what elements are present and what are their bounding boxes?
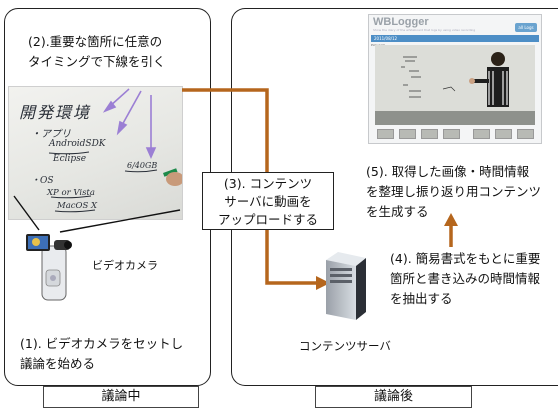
whiteboard-marks — [48, 88, 182, 213]
camera-view-line — [13, 195, 40, 231]
wblogger-screenshot: WBLogger Show the diary of the whiteboar… — [368, 14, 542, 144]
thumbnail — [495, 129, 512, 139]
camera-view-line — [59, 209, 181, 233]
underline-arrows — [102, 88, 157, 159]
upload-step-text: (3). コンテンツ サーバに動画を アップロードする — [217, 176, 318, 227]
video-camera-icon — [26, 234, 72, 301]
lecture-scene — [375, 45, 535, 125]
whiteboard-line: XP or Vista — [47, 188, 95, 198]
whiteboard-photo: 開発環境 ・アプリ AndroidSDK Eclipse ・OS XP or V… — [8, 86, 183, 220]
whiteboard-heading: 開発環境 — [19, 103, 92, 122]
upload-arrow-head — [316, 276, 330, 290]
step4-text: (4). 簡易書式をもとに重要 箇所と書き込みの時間情報 を抽出する — [390, 251, 541, 306]
step5-text: (5). 取得した画像・時間情報 を整理し振り返り用コンテンツ を生成する — [366, 164, 542, 219]
discussion-footer-label: 議論中 — [43, 386, 199, 408]
whiteboard-line: AndroidSDK — [49, 139, 106, 149]
upload-step-label: (3). コンテンツ サーバに動画を アップロードする — [202, 172, 334, 230]
whiteboard-line: ・OS — [31, 176, 54, 186]
thumbnail — [377, 129, 394, 139]
server-icon — [326, 252, 366, 320]
wblogger-subtitle: Show the diary of the whiteboard that lo… — [373, 28, 476, 32]
all-logs-button: all Logs — [515, 23, 537, 32]
thumbnail — [517, 129, 534, 139]
post-discussion-footer-label: 議論後 — [315, 386, 472, 408]
thumbnail — [473, 129, 490, 139]
whiteboard-line: Eclipse — [53, 154, 87, 164]
whiteboard-line: MacOS X — [57, 201, 98, 211]
camera-label: ビデオカメラ — [92, 259, 158, 272]
wblogger-video-frame — [375, 45, 535, 125]
thumbnail — [399, 129, 416, 139]
whiteboard-note: 6/40GB — [127, 161, 158, 170]
server-label: コンテンツサーバ — [299, 339, 391, 353]
whiteboard-line: ・アプリ — [31, 129, 71, 140]
wblogger-date-bar: 2011/08/12 — [371, 35, 539, 42]
step1-text: (1). ビデオカメラをセットし 議論を始める — [20, 336, 184, 371]
thumbnail — [443, 129, 460, 139]
wblogger-title: WBLogger — [373, 16, 429, 28]
thumbnail — [421, 129, 438, 139]
generate-arrow-head — [444, 213, 458, 226]
step2-text: (2).重要な箇所に任意の タイミングで下線を引く — [28, 34, 166, 69]
